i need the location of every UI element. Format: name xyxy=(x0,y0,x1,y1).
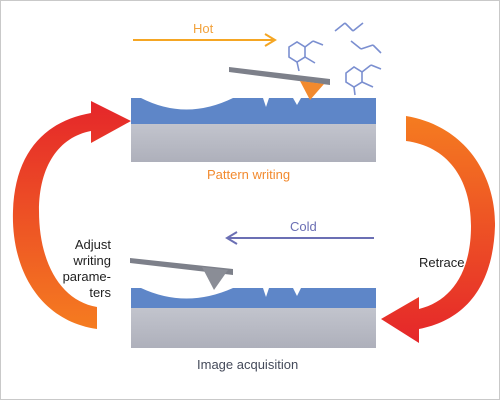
cycle-arrow-icon xyxy=(381,116,496,343)
adjust-line: writing xyxy=(73,253,111,268)
cycle-arrow-icon xyxy=(12,101,131,329)
bottom-surface-layer xyxy=(131,288,376,308)
afm-tip-icon xyxy=(229,67,330,100)
molecule-icon xyxy=(288,40,324,72)
adjust-parameters-label: Adjust writing parame- ters xyxy=(41,237,111,301)
adjust-line: ters xyxy=(89,285,111,300)
retrace-label: Retrace xyxy=(419,255,465,270)
pattern-writing-label: Pattern writing xyxy=(207,167,291,182)
adjust-line: parame- xyxy=(62,269,111,284)
molecule-icon xyxy=(345,64,382,96)
image-acquisition-label: Image acquisition xyxy=(197,357,299,372)
adjust-line: Adjust xyxy=(74,237,111,252)
top-surface-layer xyxy=(131,98,376,124)
top-substrate xyxy=(131,124,376,162)
cold-label: Cold xyxy=(290,219,317,234)
molecule-icon xyxy=(334,22,382,54)
bottom-substrate xyxy=(131,308,376,348)
right-arrow-icon xyxy=(133,33,277,47)
afm-tip-icon xyxy=(130,258,233,290)
left-arrow-icon xyxy=(225,231,374,245)
hot-label: Hot xyxy=(193,21,214,36)
